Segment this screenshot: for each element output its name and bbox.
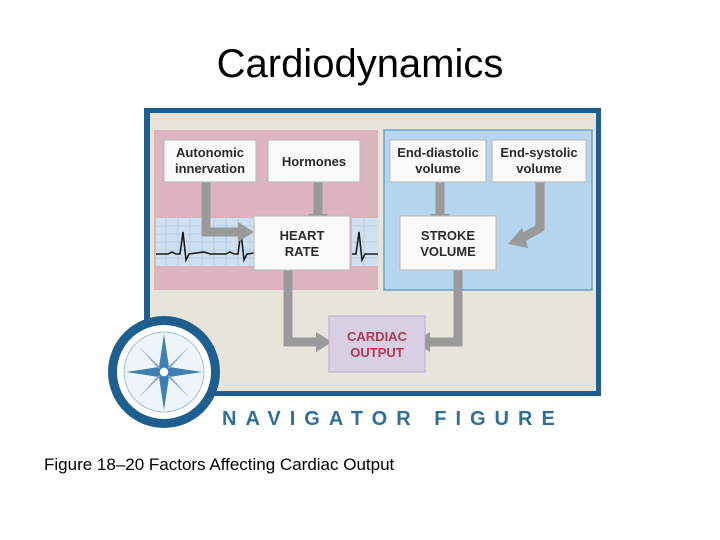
box-end-systolic-volume: End-systolic volume: [491, 139, 587, 183]
box-heart-rate: HEART RATE: [253, 215, 351, 271]
svg-text:Autonomic: Autonomic: [176, 145, 244, 160]
svg-text:RATE: RATE: [285, 244, 320, 259]
svg-text:VOLUME: VOLUME: [420, 244, 476, 259]
box-autonomic-innervation: Autonomic innervation: [163, 139, 257, 183]
svg-text:End-systolic: End-systolic: [500, 145, 577, 160]
svg-text:CARDIAC: CARDIAC: [347, 329, 408, 344]
svg-text:innervation: innervation: [175, 161, 245, 176]
compass-rose-icon: [108, 316, 220, 428]
navigator-label: NAVIGATOR FIGURE: [222, 408, 564, 430]
box-end-diastolic-volume: End-diastolic volume: [389, 139, 487, 183]
svg-text:End-diastolic: End-diastolic: [397, 145, 479, 160]
svg-text:STROKE: STROKE: [421, 228, 476, 243]
box-stroke-volume: STROKE VOLUME: [399, 215, 497, 271]
box-hormones: Hormones: [267, 139, 361, 183]
navigator-figure: Autonomic innervation Hormones End-diast…: [108, 104, 604, 432]
svg-text:volume: volume: [415, 161, 461, 176]
flow-arrows: [201, 182, 545, 347]
svg-text:volume: volume: [516, 161, 562, 176]
svg-text:Hormones: Hormones: [282, 154, 346, 169]
svg-text:OUTPUT: OUTPUT: [350, 345, 404, 360]
svg-text:HEART: HEART: [280, 228, 325, 243]
navigator-band: [168, 397, 604, 432]
slide-title: Cardiodynamics: [216, 42, 504, 86]
figure-caption: Figure 18–20 Factors Affecting Cardiac O…: [44, 455, 395, 474]
box-cardiac-output: CARDIAC OUTPUT: [328, 315, 426, 373]
